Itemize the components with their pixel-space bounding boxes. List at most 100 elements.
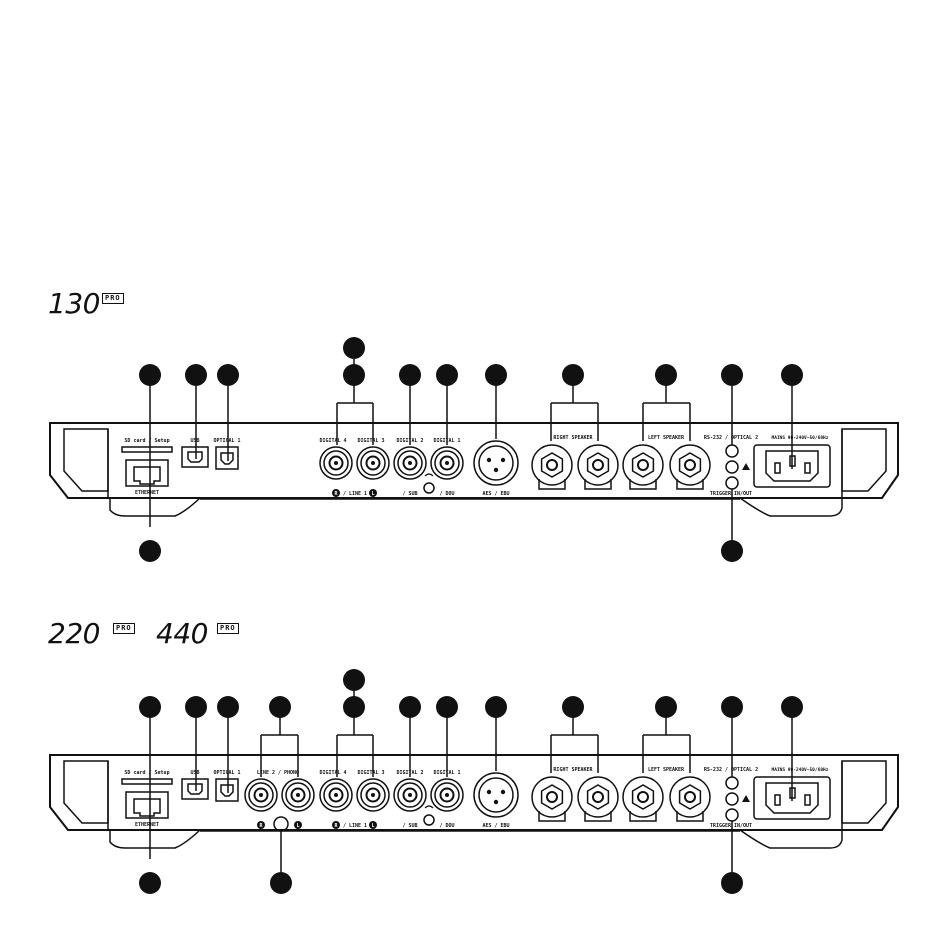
digital4-jack xyxy=(319,446,353,480)
rs232-label: RS-232 / OPTICAL 2 xyxy=(704,435,758,441)
callout-rs232 xyxy=(721,364,743,386)
left-speaker-label: LEFT SPEAKER xyxy=(648,767,685,773)
callout-right-speaker xyxy=(562,696,584,718)
rs232-port xyxy=(725,776,739,790)
callout-trigger xyxy=(721,540,743,562)
panel-body xyxy=(49,422,899,499)
optical1-port xyxy=(215,778,239,802)
digital3-label: DIGITAL 3 xyxy=(357,438,384,444)
right-speaker-terminal-1 xyxy=(531,444,573,486)
digital3-jack xyxy=(356,778,390,812)
warning-icon xyxy=(742,795,750,802)
digital4-r-text: R xyxy=(334,491,338,497)
sd-card-label: SD card / Setup xyxy=(124,770,169,776)
callout-digital4-3 xyxy=(343,696,365,718)
left-side-panel xyxy=(63,428,109,492)
aes-label: AES / EBU xyxy=(482,823,509,829)
callout-line2-phono xyxy=(269,696,291,718)
callout-digital2 xyxy=(399,364,421,386)
ethernet-label: ETHERNET xyxy=(135,490,159,496)
callout-aes-ebu xyxy=(485,696,507,718)
trigger-port-1 xyxy=(725,460,739,474)
dou-label: / DOU xyxy=(439,491,454,497)
model-title-130: 130 xyxy=(48,287,100,320)
aes-ebu-xlr xyxy=(473,440,519,486)
callout-ground xyxy=(270,872,292,894)
callout-ethernet xyxy=(139,540,161,562)
warning-icon xyxy=(742,463,750,470)
ethernet-port xyxy=(125,459,169,487)
callout-mains xyxy=(781,364,803,386)
sub-label: / SUB xyxy=(402,823,417,829)
callout-digital-upper xyxy=(343,669,365,691)
digital4-r-text: R xyxy=(334,823,338,829)
trigger-label: TRIGGER IN/OUT xyxy=(710,491,752,497)
callout-optical1 xyxy=(217,364,239,386)
callout-sd-card xyxy=(139,364,161,386)
right-speaker-label: RIGHT SPEAKER xyxy=(553,435,593,441)
callout-aes-ebu xyxy=(485,364,507,386)
callout-left-speaker xyxy=(655,364,677,386)
callout-left-speaker xyxy=(655,696,677,718)
ground-screw xyxy=(423,814,435,826)
optical1-port xyxy=(215,446,239,470)
right-speaker-terminal-2 xyxy=(577,444,619,486)
digital3-l-text: L xyxy=(371,823,374,829)
mains-label: MAINS 90-240V~50/60Hz xyxy=(772,435,829,441)
callout-right-speaker xyxy=(562,364,584,386)
left-side-panel xyxy=(63,760,109,824)
aes-ebu-xlr xyxy=(473,772,519,818)
digital2-jack xyxy=(393,446,427,480)
digital2-jack xyxy=(393,778,427,812)
callout-digital-upper xyxy=(343,337,365,359)
callout-usb xyxy=(185,696,207,718)
callout-trigger xyxy=(721,872,743,894)
digital3-label: DIGITAL 3 xyxy=(357,770,384,776)
sd-card-slot xyxy=(121,778,173,785)
digital4-label: DIGITAL 4 xyxy=(319,770,346,776)
usb-label: USB xyxy=(190,770,199,776)
callout-digital1 xyxy=(436,696,458,718)
aes-label: AES / EBU xyxy=(482,491,509,497)
line2-l-text: L xyxy=(296,823,299,829)
left-speaker-terminal-2 xyxy=(669,444,711,486)
left-speaker-terminal-2 xyxy=(669,776,711,818)
line2-l-jack xyxy=(281,778,315,812)
sd-card-slot xyxy=(121,446,173,453)
sd-card-label: SD card / Setup xyxy=(124,438,169,444)
ground-terminal xyxy=(273,816,289,832)
trigger-port-2 xyxy=(725,476,739,490)
trigger-port-2 xyxy=(725,808,739,822)
callout-optical1 xyxy=(217,696,239,718)
line2-label: LINE 2 / PHONO xyxy=(257,770,299,776)
dou-label: / DOU xyxy=(439,823,454,829)
line2-l-dot xyxy=(294,821,302,829)
trigger-port-1 xyxy=(725,792,739,806)
usb-label: USB xyxy=(190,438,199,444)
line1-label: / LINE 1 xyxy=(343,491,367,497)
right-speaker-terminal-2 xyxy=(577,776,619,818)
digital3-jack xyxy=(356,446,390,480)
rs232-label: RS-232 / OPTICAL 2 xyxy=(704,767,758,773)
pro-badge-130: PRO xyxy=(102,293,124,304)
line1-label: / LINE 1 xyxy=(343,823,367,829)
sub-label: / SUB xyxy=(402,491,417,497)
digital4-label: DIGITAL 4 xyxy=(319,438,346,444)
line2-r-dot xyxy=(257,821,265,829)
pro-badge-440: PRO xyxy=(217,623,239,634)
panel-body xyxy=(49,754,899,831)
line2-r-jack xyxy=(244,778,278,812)
callout-usb xyxy=(185,364,207,386)
model-title-220: 220 xyxy=(48,617,100,650)
right-speaker-label: RIGHT SPEAKER xyxy=(553,767,593,773)
trigger-label: TRIGGER IN/OUT xyxy=(710,823,752,829)
model-title-440: 440 xyxy=(156,617,208,650)
callout-digital4-3 xyxy=(343,364,365,386)
callout-sd-card xyxy=(139,696,161,718)
digital1-jack xyxy=(430,778,464,812)
digital1-jack xyxy=(430,446,464,480)
line2-r-text: R xyxy=(259,823,263,829)
